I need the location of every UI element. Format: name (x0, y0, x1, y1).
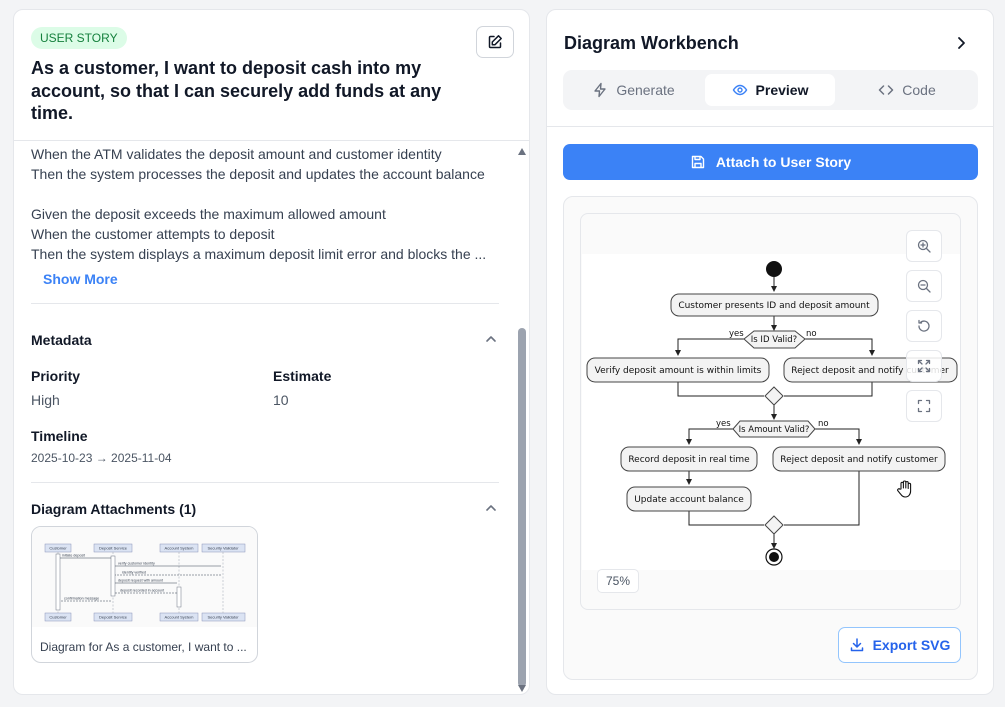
attach-to-story-button[interactable]: Attach to User Story (563, 144, 978, 180)
priority-label: Priority (31, 368, 81, 384)
divider (31, 303, 499, 304)
thumb-participant: Account System (165, 615, 195, 620)
criteria-line: When the ATM validates the deposit amoun… (31, 146, 442, 162)
reset-icon (918, 319, 930, 332)
diagram-branch-label: yes (716, 419, 731, 429)
thumb-message: initiate deposit (62, 554, 85, 558)
story-title: As a customer, I want to deposit cash in… (31, 58, 442, 123)
user-story-panel: USER STORY As a customer, I want to depo… (13, 9, 530, 695)
timeline-label: Timeline (31, 428, 88, 444)
thumb-participant: Security Validator (207, 546, 239, 551)
save-icon (691, 155, 705, 169)
diagram-decision: Is Amount Valid? (739, 425, 810, 435)
divider (547, 126, 993, 127)
export-svg-button[interactable]: Export SVG (838, 627, 961, 663)
priority-value: High (31, 392, 60, 408)
tab-code[interactable]: Code (840, 74, 974, 106)
tab-preview[interactable]: Preview (705, 74, 835, 106)
diagram-thumbnail: Customer Deposit Service Account System … (32, 527, 257, 627)
diagram-node: Verify deposit amount is within limits (595, 366, 762, 376)
attachments-title: Diagram Attachments (1) (31, 501, 197, 517)
fullscreen-button[interactable] (906, 390, 942, 422)
thumb-message: confirmation message (64, 597, 99, 601)
diagram-node: Record deposit in real time (628, 455, 750, 465)
zoom-out-button[interactable] (906, 270, 942, 302)
thumb-participant: Account System (165, 546, 195, 551)
criteria-line: Then the system displays a maximum depos… (31, 246, 487, 262)
expand-icon (917, 359, 931, 373)
thumb-participant: Deposit Service (99, 615, 128, 620)
diagram-branch-label: no (806, 329, 817, 339)
workbench-tabs: Generate Preview Code (563, 70, 978, 110)
timeline-value: 2025-10-23 → 2025-11-04 (31, 451, 172, 465)
thumb-message: deposit recorded in account (120, 589, 164, 593)
zoom-level-badge: 75% (597, 569, 640, 593)
thumb-participant: Customer (49, 615, 67, 620)
scroll-thumb[interactable] (518, 328, 526, 687)
estimate-value: 10 (273, 392, 289, 408)
tab-label: Generate (616, 82, 675, 98)
diagram-workbench-panel: Diagram Workbench Generate Preview Code … (546, 9, 994, 695)
preview-container: Customer presents ID and deposit amount … (563, 196, 978, 680)
edit-icon (488, 35, 502, 49)
reset-view-button[interactable] (906, 310, 942, 342)
diagram-branch-label: yes (729, 329, 744, 339)
code-icon (879, 85, 894, 95)
vertical-scrollbar[interactable] (515, 141, 529, 694)
diagram-decision: Is ID Valid? (751, 335, 797, 345)
edit-button[interactable] (476, 26, 514, 58)
export-button-label: Export SVG (872, 637, 951, 653)
zoom-in-icon (917, 239, 931, 253)
thumb-participant: Customer (49, 546, 67, 551)
fullscreen-icon (917, 399, 931, 413)
scroll-up-arrow[interactable] (518, 148, 526, 155)
story-scroll-area[interactable]: When the ATM validates the deposit amoun… (14, 141, 529, 694)
chevron-right-icon[interactable] (953, 35, 969, 51)
criteria-line: Then the system processes the deposit an… (31, 166, 485, 182)
hand-cursor-icon (897, 480, 912, 498)
scroll-down-arrow[interactable] (518, 685, 526, 692)
thumb-message: deposit request with amount (118, 579, 163, 583)
thumb-participant: Security Validator (207, 615, 239, 620)
diagram-branch-label: no (818, 419, 829, 429)
attachment-caption: Diagram for As a customer, I want to ... (40, 640, 247, 654)
diagram-viewport[interactable]: Customer presents ID and deposit amount … (580, 213, 961, 610)
zoom-in-button[interactable] (906, 230, 942, 262)
criteria-line: Given the deposit exceeds the maximum al… (31, 206, 386, 222)
tab-label: Preview (755, 82, 809, 98)
lightning-icon (594, 82, 607, 98)
activity-diagram: Customer presents ID and deposit amount … (582, 254, 960, 570)
fit-view-button[interactable] (906, 350, 942, 382)
zoom-out-icon (917, 279, 931, 293)
chevron-up-icon[interactable] (484, 332, 498, 346)
diagram-node: Customer presents ID and deposit amount (678, 301, 870, 311)
tab-label: Code (902, 82, 936, 98)
diagram-node: Update account balance (634, 495, 744, 505)
workbench-title: Diagram Workbench (564, 33, 739, 53)
eye-icon (732, 84, 747, 96)
estimate-label: Estimate (273, 368, 332, 384)
attach-button-label: Attach to User Story (715, 154, 852, 170)
thumb-message: identity verified (122, 571, 146, 575)
thumb-message: verify customer identity (118, 562, 155, 566)
show-more-link[interactable]: Show More (43, 271, 118, 287)
diagram-attachment-card[interactable]: Customer Deposit Service Account System … (31, 526, 258, 663)
diagram-node: Reject deposit and notify customer (791, 366, 949, 376)
divider (31, 482, 499, 483)
criteria-line: When the customer attempts to deposit (31, 226, 275, 242)
tab-generate[interactable]: Generate (567, 74, 700, 106)
chevron-up-icon[interactable] (484, 501, 498, 515)
story-header: USER STORY As a customer, I want to depo… (14, 10, 529, 141)
metadata-title: Metadata (31, 332, 92, 348)
diagram-node: Reject deposit and notify customer (780, 455, 938, 465)
download-icon (850, 638, 863, 652)
thumb-participant: Deposit Service (99, 546, 128, 551)
story-badge: USER STORY (31, 27, 127, 49)
